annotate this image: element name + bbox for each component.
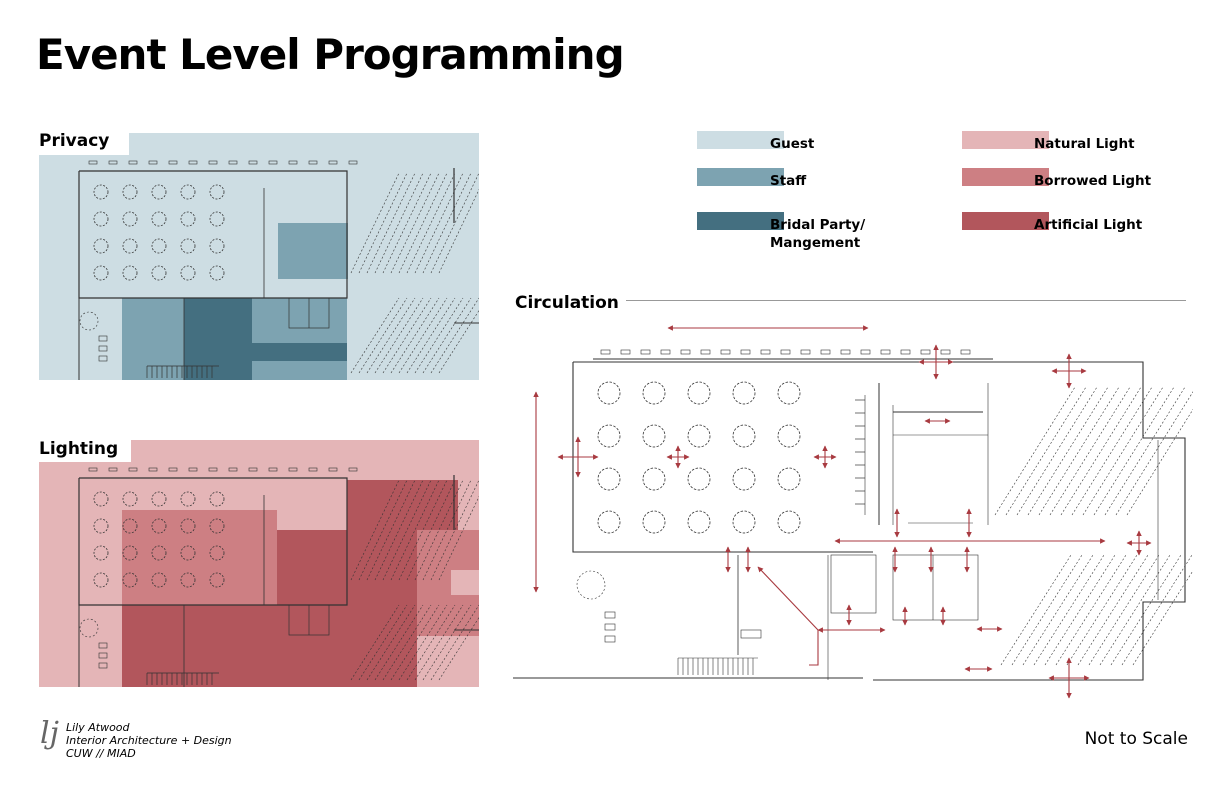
staff-zone-service: [278, 223, 348, 279]
lighting-plan: [39, 440, 479, 687]
designer-logo: lj: [40, 716, 59, 751]
bridal-corridor: [252, 343, 347, 361]
legend-swatch-staff: [697, 168, 784, 186]
legend-label-guest: Guest: [770, 136, 815, 152]
artificial-light-west: [122, 605, 277, 687]
legend-label-staff: Staff: [770, 173, 807, 189]
borrowed-light-zone: [122, 510, 277, 605]
legend-swatch-guest: [697, 131, 784, 149]
legend-label-bridal: Bridal Party/ Mangement: [770, 217, 866, 251]
artificial-light-north: [347, 480, 458, 530]
lighting-heading: Lighting: [37, 439, 121, 459]
bridal-zone: [184, 298, 252, 380]
privacy-plan: [39, 133, 479, 380]
legend-swatch-artificial: [962, 212, 1049, 230]
legend-swatch-bridal: [697, 212, 784, 230]
circulation-rule: [626, 300, 1186, 301]
credit-name: Lily Atwood: [66, 721, 130, 734]
staff-zone: [122, 298, 184, 380]
circulation-heading: Circulation: [513, 293, 621, 313]
legend-label-borrowed: Borrowed Light: [1034, 173, 1152, 189]
credit-school: CUW // MIAD: [66, 747, 136, 760]
credit-program: Interior Architecture + Design: [66, 734, 232, 747]
legend-label-artificial: Artificial Light: [1034, 217, 1143, 233]
credit-block: Lily Atwood Interior Architecture + Desi…: [66, 721, 232, 760]
legend-swatch-borrowed: [962, 168, 1049, 186]
legend-swatch-natural: [962, 131, 1049, 149]
privacy-heading: Privacy: [37, 131, 112, 151]
circulation-arrows: [533, 325, 1152, 699]
page-title: Event Level Programming: [36, 30, 625, 79]
scale-note: Not to Scale: [1084, 729, 1188, 749]
legend-label-natural: Natural Light: [1034, 136, 1135, 152]
privacy-floorplan-lines: [78, 160, 479, 380]
lighting-floorplan-lines: [78, 467, 479, 687]
circulation-floorplan-lines: [513, 349, 1193, 681]
circulation-plan: [513, 325, 1193, 699]
staff-zone-east: [252, 298, 347, 380]
